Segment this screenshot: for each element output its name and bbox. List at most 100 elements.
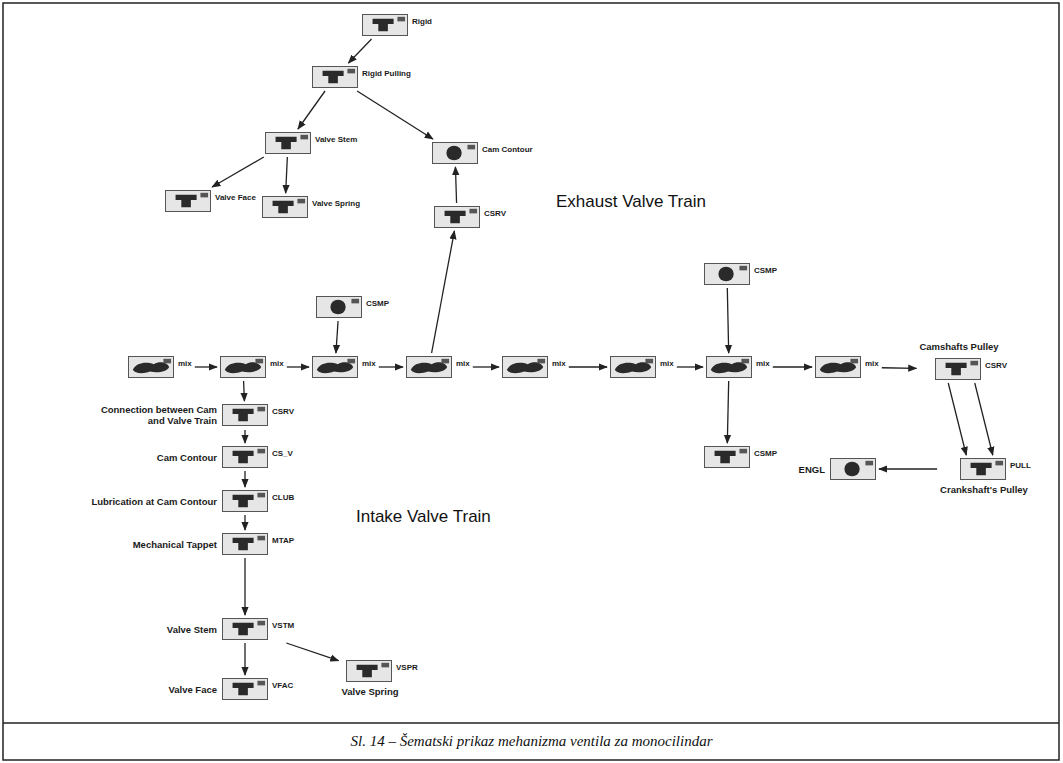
component-code: mix: [362, 359, 376, 368]
component-heading: Camshafts Pulley: [919, 342, 998, 353]
component-box: CSRV: [434, 206, 480, 228]
connector-arrow: [243, 381, 245, 401]
component-code: mix: [756, 359, 770, 368]
connector-arrow: [473, 366, 499, 367]
section-label: Exhaust Valve Train: [556, 192, 706, 212]
component-code: Valve Spring: [312, 199, 360, 208]
outer-border: [3, 3, 1059, 760]
connector-arrow: [357, 91, 433, 139]
component-icon: [313, 67, 357, 87]
connector-arrow: [287, 366, 309, 367]
component-icon: [223, 679, 267, 699]
component-code: mix: [660, 359, 674, 368]
component-box: Cam Contour: [432, 142, 478, 164]
component-code: CLUB: [272, 493, 294, 502]
component-heading: ENGL: [799, 465, 825, 476]
connector-arrow: [882, 367, 917, 369]
component-code: CSMP: [366, 299, 389, 308]
component-heading: Connection between Cam and Valve Train: [97, 405, 217, 427]
component-icon: [313, 357, 357, 377]
component-icon: [936, 359, 980, 379]
component-icon: [223, 491, 267, 511]
component-code: CSRV: [985, 361, 1007, 370]
connector-arrow: [773, 366, 812, 367]
connector-arrow: [727, 381, 728, 443]
component-box: Rigid: [362, 14, 408, 36]
connector-arrow: [286, 157, 288, 193]
component-code: mix: [178, 359, 192, 368]
component-code: mix: [865, 359, 879, 368]
component-code: VSPR: [396, 663, 418, 672]
component-code: CSRV: [484, 209, 506, 218]
connector-arrow: [455, 167, 456, 203]
connector-arrow: [948, 383, 966, 455]
component-icon: [611, 357, 655, 377]
component-code: mix: [552, 359, 566, 368]
component-box: Valve SpringVSPR: [346, 660, 392, 682]
component-box: mix: [406, 356, 452, 378]
component-box: CSMP: [704, 263, 750, 285]
component-heading: Lubrication at Cam Contour: [91, 497, 217, 508]
component-icon: [705, 264, 749, 284]
component-code: Rigid Pulling: [362, 69, 411, 78]
caption-rule: [3, 722, 1059, 724]
connector-arrow: [286, 643, 338, 661]
component-box: mix: [220, 356, 266, 378]
component-code: Rigid: [412, 17, 432, 26]
section-label: Intake Valve Train: [356, 507, 491, 527]
component-icon: [223, 619, 267, 639]
component-code: VSTM: [272, 621, 294, 630]
connector-arrow: [379, 366, 403, 367]
component-icon: [407, 357, 451, 377]
component-code: CSMP: [754, 266, 777, 275]
component-code: mix: [456, 359, 470, 368]
component-code: Valve Face: [215, 193, 256, 202]
component-box: Valve Face: [165, 190, 211, 212]
component-heading: Valve Spring: [341, 687, 398, 698]
component-box: Valve StemVSTM: [222, 618, 268, 640]
component-icon: [223, 447, 267, 467]
component-icon: [266, 133, 310, 153]
component-icon: [433, 143, 477, 163]
component-box: Crankshaft's PulleyPULL: [960, 458, 1006, 480]
connector-arrow: [212, 157, 264, 187]
component-icon: [317, 297, 361, 317]
component-code: MTAP: [272, 536, 294, 545]
connector-arrow: [336, 321, 338, 353]
component-box: mix: [706, 356, 752, 378]
connector-arrow: [244, 515, 245, 530]
component-box: mix: [815, 356, 861, 378]
component-icon: [705, 447, 749, 467]
component-box: CSMP: [316, 296, 362, 318]
component-heading: Mechanical Tappet: [133, 540, 217, 551]
connector-arrow: [244, 471, 245, 487]
component-heading: Valve Stem: [167, 625, 217, 636]
component-icon: [166, 191, 210, 211]
component-box: Cam ContourCS_V: [222, 446, 268, 468]
component-icon: [831, 459, 875, 479]
connector-arrow: [244, 430, 245, 443]
component-icon: [961, 459, 1005, 479]
component-box: ENGL: [830, 458, 876, 480]
component-code: CSMP: [754, 449, 777, 458]
component-box: Valve Stem: [265, 132, 311, 154]
connector-arrow: [195, 366, 217, 367]
component-icon: [503, 357, 547, 377]
component-code: mix: [270, 359, 284, 368]
component-icon: [263, 197, 307, 217]
component-box: mix: [502, 356, 548, 378]
component-heading: Crankshaft's Pulley: [940, 485, 1028, 496]
connector-arrow: [727, 288, 728, 353]
component-code: PULL: [1010, 461, 1031, 470]
component-code: Cam Contour: [482, 145, 533, 154]
connector-arrow: [569, 366, 607, 367]
connector-arrow: [677, 366, 703, 367]
component-icon: [221, 357, 265, 377]
connector-arrow: [244, 643, 245, 675]
component-box: Rigid Pulling: [312, 66, 358, 88]
component-box: Connection between Cam and Valve TrainCS…: [222, 404, 268, 426]
component-box: mix: [312, 356, 358, 378]
connector-arrow: [432, 231, 455, 353]
component-code: CSRV: [272, 407, 294, 416]
